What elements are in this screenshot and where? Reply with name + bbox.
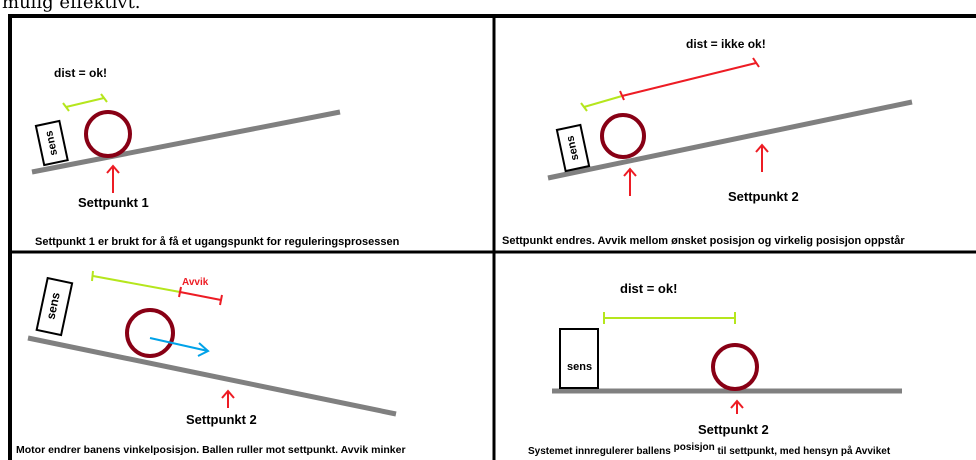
- panel-4-caption: Systemet innregulerer ballens posisjon t…: [528, 442, 891, 457]
- distance-label: dist = ok!: [54, 66, 107, 80]
- panel-2-caption: Settpunkt endres. Avvik mellom ønsket po…: [502, 235, 905, 247]
- sensor-label: sens: [567, 361, 592, 373]
- ball: [711, 343, 759, 391]
- caption-part-3: til settpunkt, med hensyn på Avviket: [717, 446, 891, 457]
- sensor-label: sens: [43, 291, 62, 321]
- track: [31, 109, 341, 175]
- deviation-label: Avvik: [182, 277, 209, 288]
- caption-part-1: Systemet innregulerer ballens: [528, 446, 671, 457]
- sensor-label: sens: [564, 135, 581, 162]
- panel-1-caption: Settpunkt 1 er brukt for å få et ugangsp…: [35, 236, 400, 248]
- caption-part-2: posisjon: [673, 442, 715, 453]
- sensor-box: [559, 328, 599, 389]
- deviation-marker: [91, 270, 223, 306]
- track: [27, 335, 397, 417]
- ball-arrow: [623, 167, 637, 196]
- sensor-label: sens: [43, 130, 60, 157]
- setpoint-label: Settpunkt 2: [186, 412, 257, 427]
- motion-arrow: [149, 337, 210, 357]
- sensor-box: sens: [34, 119, 69, 167]
- setpoint-arrow: [730, 399, 744, 414]
- panel-1: sens dist = ok! Settpunkt 1: [31, 66, 341, 210]
- distance-label: dist = ikke ok!: [686, 37, 766, 51]
- setpoint-label: Settpunkt 2: [698, 422, 769, 437]
- setpoint-arrow: [106, 164, 120, 193]
- distance-marker: [580, 57, 760, 112]
- setpoint-label: Settpunkt 1: [78, 195, 149, 210]
- setpoint-label: Settpunkt 2: [728, 189, 799, 204]
- track: [547, 99, 913, 181]
- ball: [84, 110, 132, 158]
- distance-marker: [603, 312, 736, 324]
- panel-3: sens Avvik Settpunkt 2: [27, 270, 397, 427]
- ball: [600, 113, 646, 159]
- sensor-box: sens: [555, 123, 591, 173]
- setpoint-arrow: [221, 389, 235, 408]
- distance-label: dist = ok!: [620, 281, 677, 296]
- header-text: mulig effektivt.: [2, 0, 141, 13]
- ball: [125, 308, 175, 358]
- panel-2: sens dist = ikke ok! Settpunkt 2: [547, 37, 913, 204]
- setpoint-arrow: [755, 143, 769, 172]
- panel-3-caption: Motor endrer banens vinkelposisjon. Ball…: [16, 444, 406, 456]
- panel-4: sens dist = ok! Settpunkt 2: [552, 281, 902, 437]
- distance-marker: [62, 93, 108, 112]
- sensor-box: sens: [35, 276, 74, 337]
